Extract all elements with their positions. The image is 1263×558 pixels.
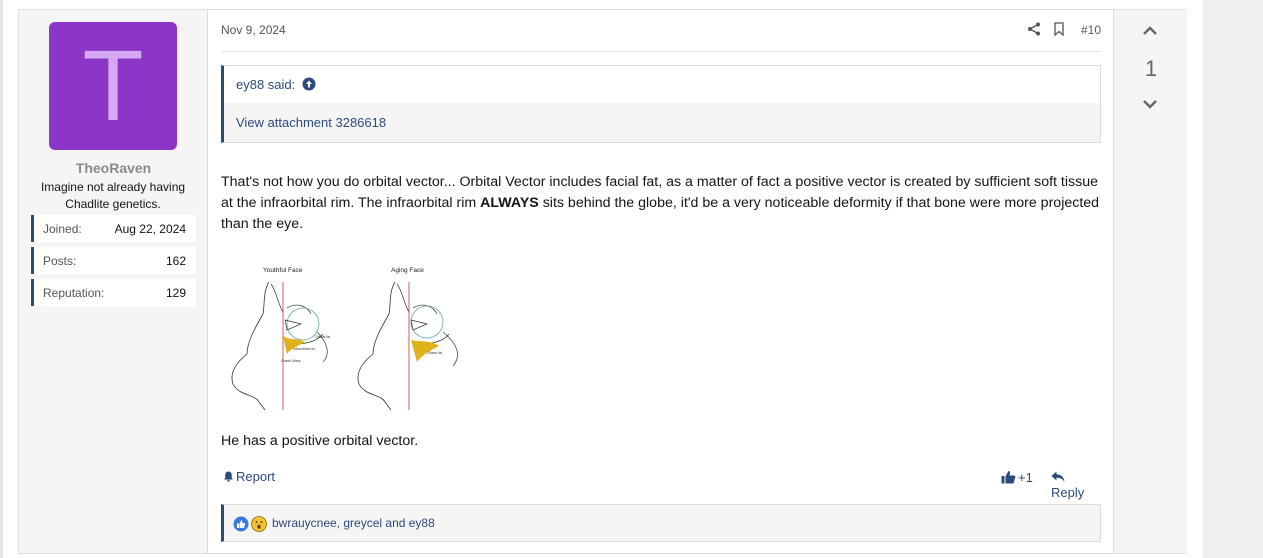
- orbital-vector-diagram[interactable]: Youthful Face Aging Face Orbital fat Inf…: [227, 262, 471, 410]
- forum-post: T TheoRaven Imagine not already having C…: [18, 9, 1187, 554]
- vote-count: 1: [1144, 56, 1158, 81]
- figure-label-left: Youthful Face: [263, 267, 303, 274]
- like-label: +1: [1018, 470, 1033, 485]
- stat-label: Posts:: [43, 254, 77, 268]
- thumbs-up-icon: [1001, 471, 1016, 484]
- page-edge: [0, 0, 3, 558]
- post-date[interactable]: Nov 9, 2024: [221, 23, 286, 37]
- post-content: Nov 9, 2024 #10 ey88 said:: [221, 10, 1101, 553]
- quote-header: ey88 said:: [224, 66, 1100, 103]
- avatar[interactable]: T: [49, 22, 177, 150]
- wow-reaction-icon[interactable]: [251, 516, 267, 532]
- post-number-link[interactable]: #10: [1080, 23, 1101, 37]
- body-text-part: That's not how you do orbital vector... …: [221, 174, 1098, 211]
- reactions-bar: bwrauycnee, greycel and ey88: [221, 504, 1101, 542]
- user-info-panel: T TheoRaven Imagine not already having C…: [19, 10, 208, 553]
- like-reaction-icon[interactable]: [233, 516, 249, 532]
- username[interactable]: TheoRaven: [75, 160, 152, 176]
- user-title: Imagine not already having Chadlite gene…: [40, 180, 186, 211]
- post-closing-line: He has a positive orbital vector.: [221, 433, 419, 449]
- body-bold-text: ALWAYS: [480, 195, 539, 211]
- vote-panel: 1: [1113, 10, 1187, 553]
- body-text-part: sits behind the globe, it'd be a very no…: [221, 195, 1100, 232]
- quote-author-link[interactable]: ey88 said:: [236, 77, 296, 92]
- page-right-gutter: [1203, 0, 1263, 558]
- chevron-up-icon[interactable]: [1142, 23, 1158, 39]
- stat-value: 129: [165, 286, 186, 300]
- figure-label-infraorbital-rim: Infraorbital rim: [293, 347, 315, 351]
- like-button[interactable]: +1: [1001, 470, 1033, 485]
- figure-label-cheek-mass: Cheek Mass: [281, 359, 301, 363]
- header-divider: [221, 51, 1101, 52]
- bell-icon: [224, 471, 233, 482]
- quote-block: ey88 said: View attachment 3286618: [221, 65, 1101, 143]
- bookmark-icon[interactable]: [1053, 22, 1065, 36]
- share-icon[interactable]: [1027, 22, 1041, 36]
- report-label: Report: [236, 469, 276, 484]
- stat-value: 162: [165, 254, 186, 268]
- chevron-down-icon[interactable]: [1142, 96, 1158, 112]
- arrow-up-circle-icon[interactable]: [302, 77, 316, 91]
- figure-label-cheek-fat: Cheek fat: [427, 351, 442, 355]
- post-header-tools: #10: [981, 22, 1101, 38]
- stat-reputation: Reputation: 129: [31, 279, 196, 306]
- reply-icon: [1051, 471, 1065, 482]
- stat-label: Reputation:: [43, 286, 105, 300]
- reply-button[interactable]: Reply: [1051, 470, 1101, 500]
- reaction-users-link[interactable]: bwrauycnee, greycel and ey88: [272, 516, 435, 530]
- figure-label-right: Aging Face: [391, 267, 424, 274]
- stat-posts: Posts: 162: [31, 247, 196, 274]
- figure-label-orbital-fat: Orbital fat: [315, 335, 330, 339]
- stat-joined: Joined: Aug 22, 2024: [31, 215, 196, 242]
- reply-label: Reply: [1051, 485, 1085, 500]
- attachment-link[interactable]: View attachment 3286618: [236, 115, 387, 130]
- stat-value: Aug 22, 2024: [114, 222, 186, 236]
- stat-label: Joined:: [43, 222, 82, 236]
- post-body: That's not how you do orbital vector... …: [221, 172, 1101, 235]
- report-button[interactable]: Report: [223, 469, 275, 484]
